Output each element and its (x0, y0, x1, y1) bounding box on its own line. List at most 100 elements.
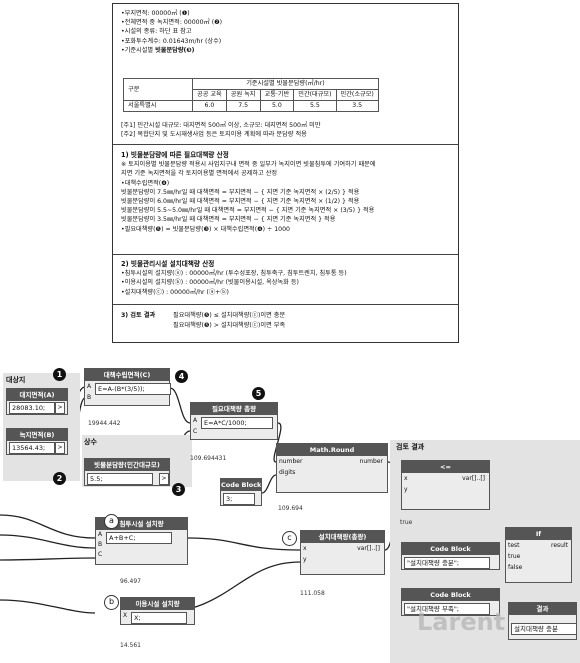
node-plan-area[interactable]: 대책수립면적(C) A B E=A-(B*(3/5)); (84, 368, 171, 406)
divider (113, 144, 458, 145)
output-arrow-icon[interactable]: > (55, 402, 65, 414)
section-1-title: 1) 빗물분담량에 따른 필요대책량 산정 (121, 151, 229, 159)
rain-share-input[interactable]: 5.5; (87, 473, 153, 485)
port-result[interactable]: result (551, 542, 568, 549)
node-math-round[interactable]: Math.Round number number digits (276, 443, 388, 493)
digits-code[interactable]: 3; (223, 493, 255, 505)
note-1: [주1] 민간시설 대규모: 대지면적 500㎡ 이상, 소규모: 대지면적 5… (121, 122, 321, 129)
input-list: •부지면적: 00000㎡ (❶) •전체면적 중 녹지면적: 00000㎡ (… (121, 9, 450, 55)
node-title: 대지면적(A) (7, 389, 67, 401)
ok-code[interactable]: "설치대책량 충분"; (404, 557, 490, 569)
plan-area-code[interactable]: E=A-(B*(3/5)); (95, 383, 171, 395)
s1-line: 빗물분담량이 7.5㎜/hr일 때 대책면적 = 부지면적 − { 지면 기준 … (121, 188, 360, 196)
badge-a: a (104, 514, 119, 529)
wire-ext-b (0, 534, 96, 549)
node-result[interactable]: 결과 설치대책량 충분 (508, 602, 577, 640)
node-code-block-ok[interactable]: Code Block "설치대책량 충분"; (401, 542, 500, 570)
node-title: 이용시설 설치량 (121, 598, 194, 610)
infiltration-code[interactable]: A+B+C; (106, 532, 172, 544)
port-test[interactable]: test (508, 542, 520, 549)
port-c[interactable]: C (98, 551, 103, 558)
port-out[interactable]: var[]..[] (357, 545, 380, 552)
standard-label: •기준시설별 (121, 46, 156, 54)
s1-line: 지면 기준 녹지면적을 각 토지이용별 면적에서 공제하고 산정 (121, 170, 278, 178)
site-area-input[interactable]: 28083.10; (9, 402, 55, 414)
port-b[interactable]: B (98, 541, 103, 548)
watermark-logo: Larent (417, 608, 506, 636)
s2-line: •이용시설의 설치량(ⓑ) : 00000㎥/hr (빗물이용시설, 옥상녹화 … (121, 279, 299, 287)
badge-2: 2 (53, 472, 66, 485)
wire-plan-to-required (169, 387, 191, 424)
node-title: 필요대책량 총량 (191, 403, 277, 415)
utilization-output: 14.561 (120, 642, 141, 649)
s1-line: ※ 토지이용별 빗물분담량 적용시 사업지구내 면적 중 일부가 녹지이면 빗물… (121, 161, 376, 169)
badge-5: 5 (252, 387, 265, 400)
node-title: 빗물분담량(민간대규모) (85, 459, 169, 471)
utilization-code[interactable]: X; (131, 612, 187, 624)
doc-line-permeability: •포화투수계수: 0.01643m/hr (상수) (121, 37, 222, 45)
s3-line: 필요대책량(❺) > 설치대책량(ⓒ)이면 부족 (173, 322, 286, 329)
wire-ext-c (0, 557, 96, 561)
table-row-seoul: 서울특별시 (123, 100, 193, 112)
required-code[interactable]: E=A*C/1000; (201, 417, 273, 429)
port-a[interactable]: A (98, 531, 103, 538)
port-y[interactable]: y (303, 556, 307, 563)
node-title: 대책수립면적(C) (85, 369, 169, 381)
divider (113, 254, 458, 255)
port-c[interactable]: C (193, 428, 198, 435)
wire-infil-to-installed (187, 537, 301, 551)
node-title: 설치대책량(총량) (301, 531, 384, 543)
port-x[interactable]: x (404, 475, 408, 482)
node-required[interactable]: 필요대책량 총량 A C E=A*C/1000; (190, 402, 278, 440)
node-title: Code Block (402, 543, 499, 555)
doc-line-facility-type: •시설의 종류: 하단 표 참고 (121, 28, 192, 36)
port-digits[interactable]: digits (279, 469, 296, 476)
divider (113, 304, 458, 305)
port-a[interactable]: A (193, 417, 198, 424)
doc-line-standard: •기준시설별 빗물분담량(❸) (121, 46, 450, 55)
port-out[interactable]: var[]..[] (462, 475, 485, 482)
note-2: [주2] 복합단지 및 도시재생사업 등은 토지이용 계획에 따라 분담량 적용 (121, 131, 307, 139)
lack-code[interactable]: "설치대책량 부족"; (404, 603, 490, 615)
green-area-input[interactable]: 13564.43; (9, 442, 55, 454)
section-3-title: 3) 검토 결과 (121, 312, 156, 319)
node-code-block-lack[interactable]: Code Block "설치대책량 부족"; (401, 588, 500, 616)
wire-required-to-round (273, 422, 282, 463)
s1-line: 빗물분담량이 5.5~5.0㎜/hr일 때 대책면적 = 부지면적 − { 지면… (121, 207, 375, 215)
port-y[interactable]: y (404, 486, 408, 493)
group-constant-label: 상수 (84, 438, 97, 446)
node-title: Math.Round (277, 444, 387, 456)
standard-bold: 빗물분담량(❸) (155, 46, 195, 54)
rain-share-table: 구분 기준시설별 빗물분담량(㎥/hr) 공공 교육 공원 녹지 교통·기반 민… (123, 78, 379, 112)
port-x[interactable]: X (123, 612, 128, 619)
node-green-area[interactable]: 녹지면적(B) 13564.43; > (6, 428, 68, 455)
node-code-block-digits[interactable]: Code Block 3; (220, 478, 262, 506)
node-rain-share[interactable]: 빗물분담량(민간대규모) 5.5; > (84, 458, 170, 486)
port-b[interactable]: B (87, 394, 92, 401)
port-true[interactable]: true (508, 553, 521, 560)
node-title: Code Block (402, 589, 499, 601)
port-a[interactable]: A (87, 383, 92, 390)
port-x[interactable]: x (303, 545, 307, 552)
port-false[interactable]: false (508, 564, 523, 571)
node-site-area[interactable]: 대지면적(A) 28083.10; > (6, 388, 68, 415)
group-review-label: 검토 결과 (396, 443, 425, 451)
plan-area-output: 19944.442 (88, 420, 121, 427)
round-output: 109.694 (278, 505, 303, 512)
output-arrow-icon[interactable]: > (55, 442, 65, 454)
calculation-document: •부지면적: 00000㎡ (❶) •전체면적 중 녹지면적: 00000㎡ (… (112, 3, 459, 343)
wire-cb-to-round (261, 474, 277, 494)
port-number-out[interactable]: number (359, 458, 383, 465)
s1-line: 빗물분담량이 6.0㎜/hr일 때 대책면적 = 부지면적 − { 지면 기준 … (121, 198, 360, 206)
output-arrow-icon[interactable]: > (159, 473, 169, 485)
s3-line: 필요대책량(❺) ≤ 설치대책량(ⓒ)이면 충분 (173, 312, 286, 319)
badge-c: c (282, 531, 297, 546)
node-installed[interactable]: 설치대책량(총량) x var[]..[] y (300, 530, 385, 575)
node-utilization[interactable]: 이용시설 설치량 X X; (120, 597, 195, 625)
table-notes: [주1] 민간시설 대규모: 대지면적 500㎡ 이상, 소규모: 대지면적 5… (121, 121, 450, 139)
node-title: 결과 (509, 603, 576, 615)
port-number-in[interactable]: number (279, 458, 303, 465)
infiltration-output: 96.497 (120, 578, 141, 585)
